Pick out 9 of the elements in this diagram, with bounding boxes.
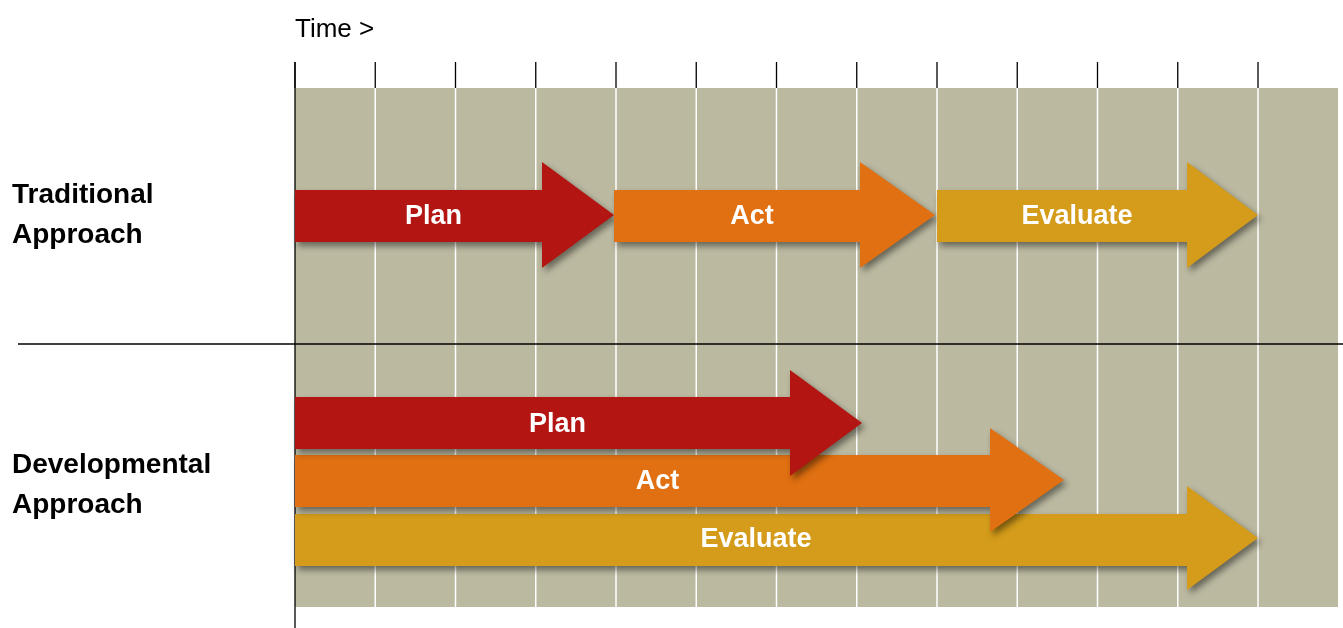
arrow-label: Evaluate [1021,199,1133,231]
arrow-label: Plan [529,407,586,439]
arrow-label: Act [730,199,774,231]
row-label: Developmental Approach [12,447,213,521]
arrow-label: Evaluate [700,522,812,554]
axis-title: Time > [295,12,376,45]
arrow-label: Act [635,464,680,496]
row-label: Traditional Approach [12,177,155,251]
arrow-label: Plan [405,199,462,231]
